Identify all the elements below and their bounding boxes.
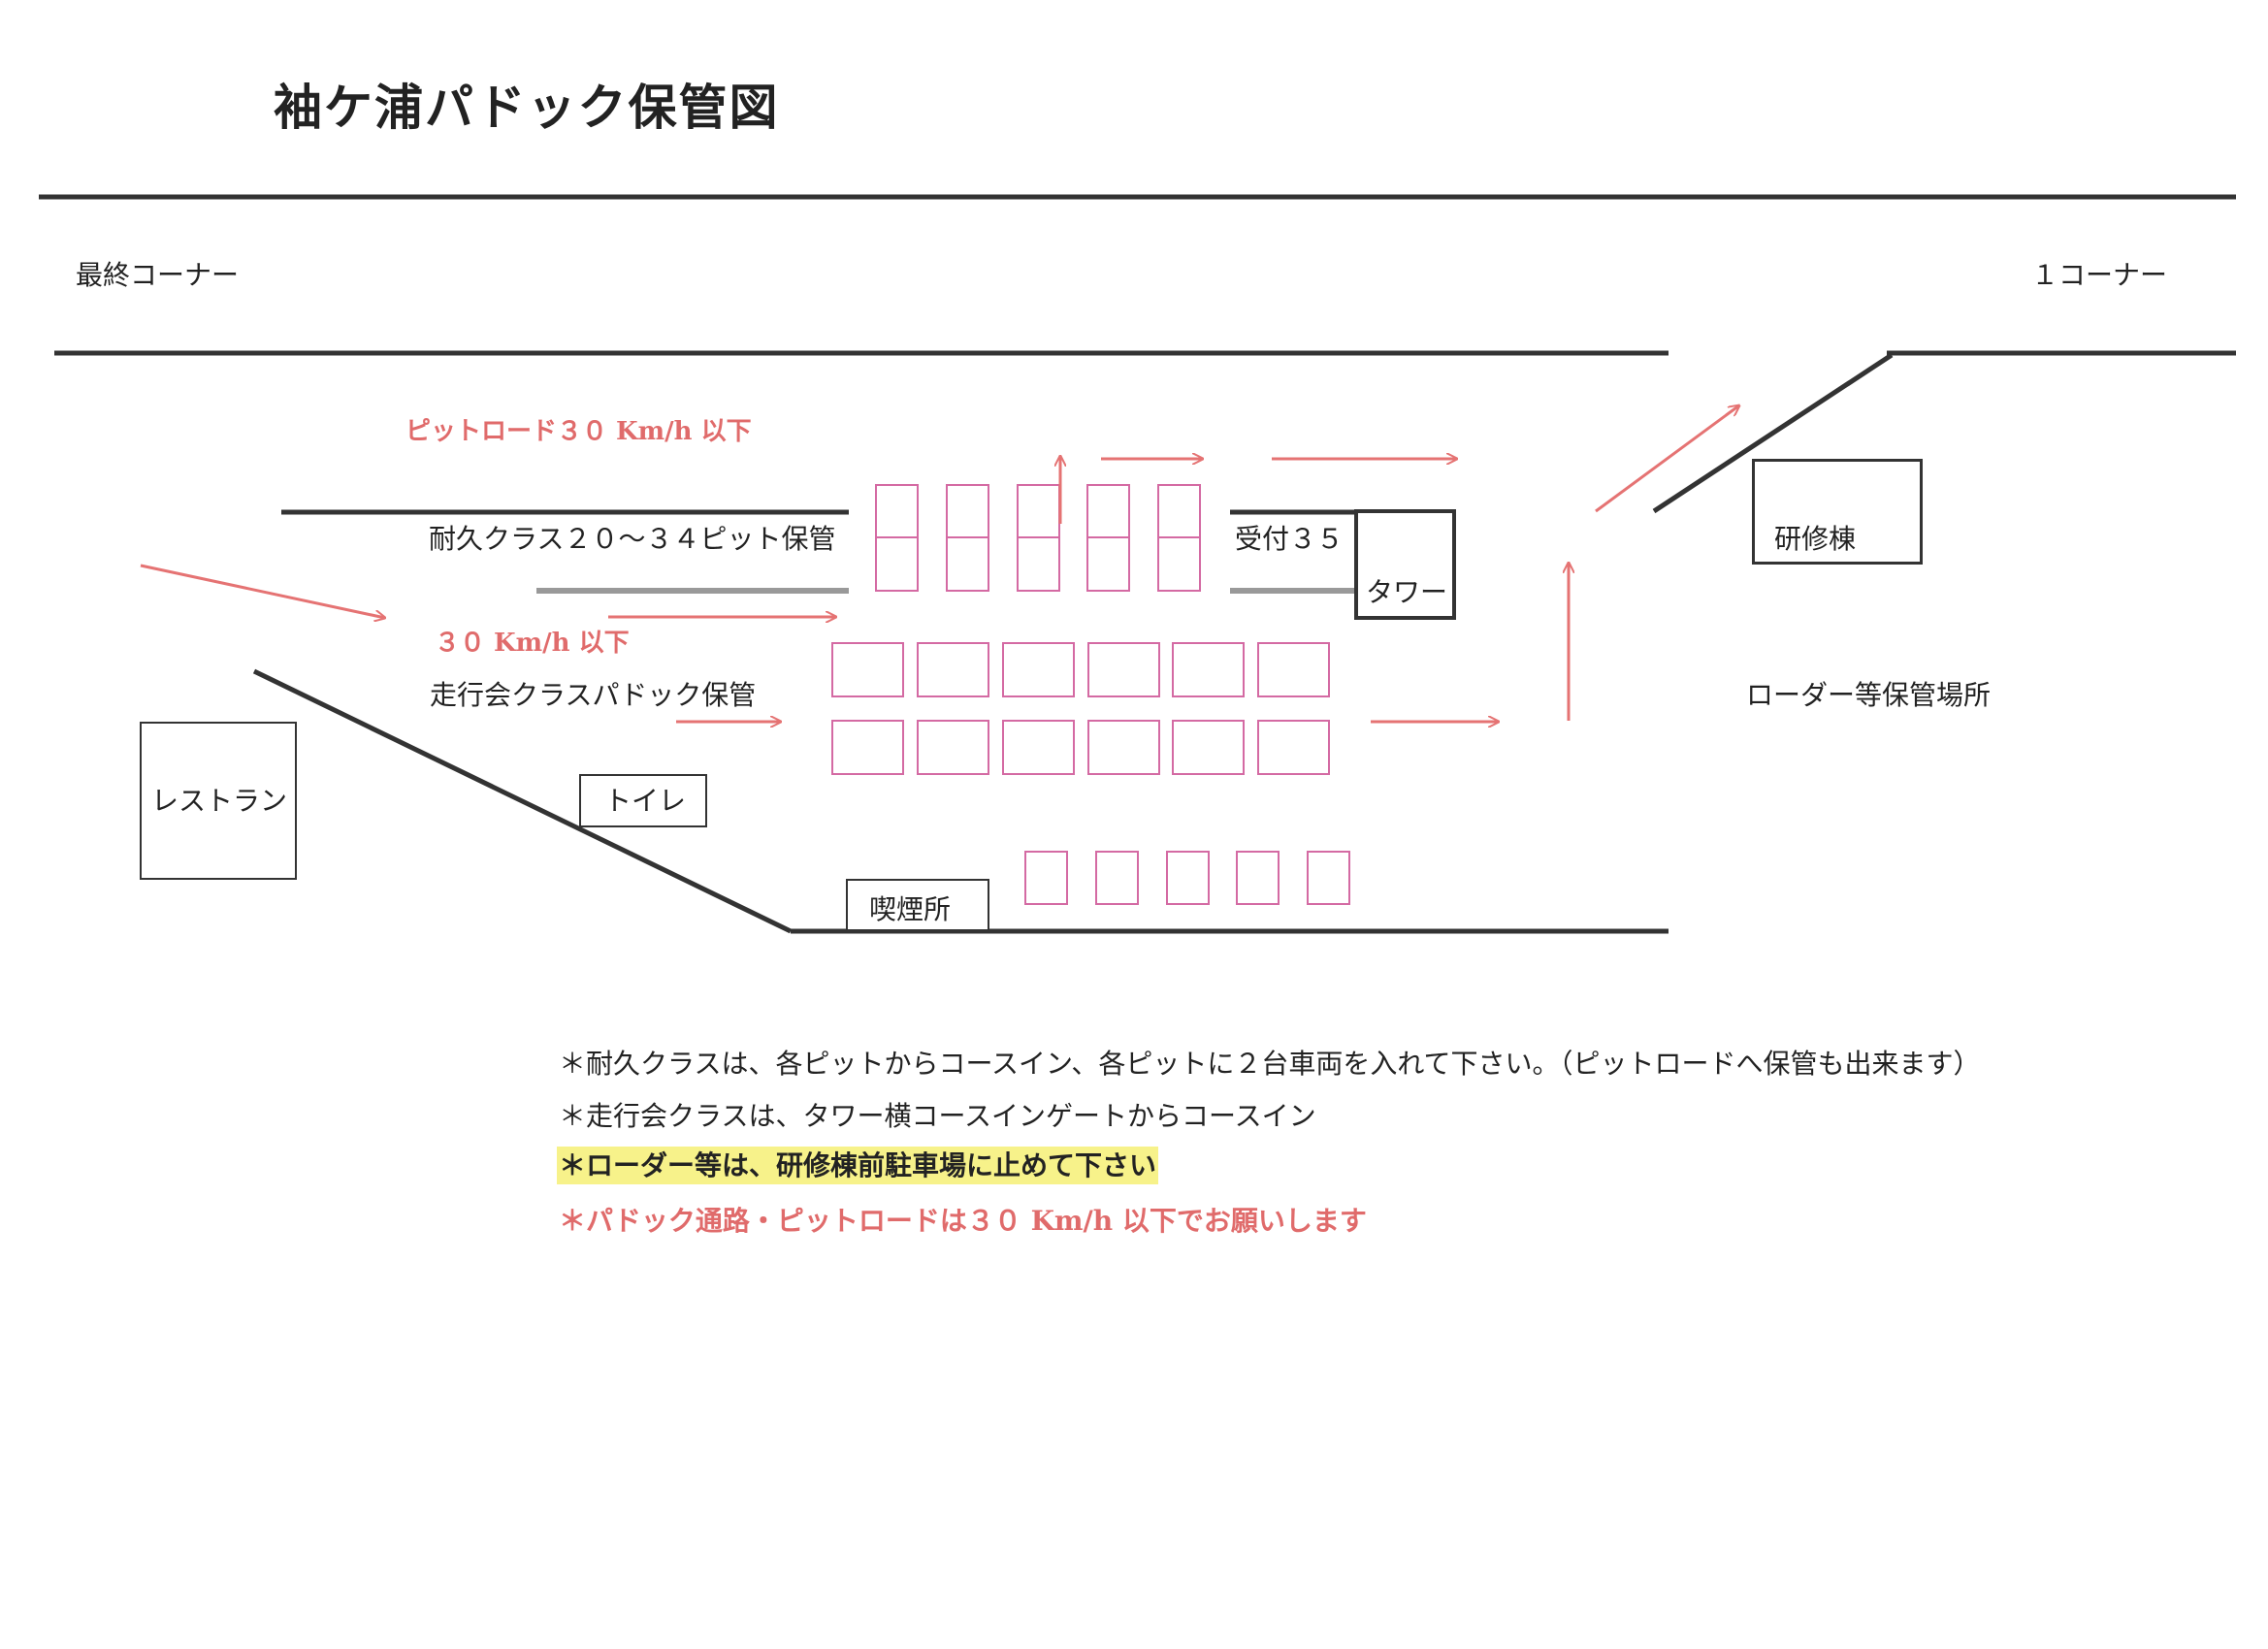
smoking-area-label: 喫煙所 bbox=[869, 893, 952, 925]
parking-space bbox=[1024, 851, 1068, 905]
note-highlight: ＊ローダー等は、研修棟前駐車場に止めて下さい bbox=[557, 1147, 1159, 1184]
parking-space bbox=[831, 642, 904, 697]
pit-garages bbox=[875, 484, 1201, 592]
parking-space bbox=[1257, 720, 1330, 775]
parking-space bbox=[1166, 851, 1210, 905]
note-loader-parking: ＊ローダー等は、研修棟前駐車場に止めて下さい bbox=[557, 1147, 1159, 1184]
parking-space bbox=[1307, 851, 1350, 905]
parking-space bbox=[917, 642, 989, 697]
page-title: 袖ケ浦パドック保管図 bbox=[274, 79, 780, 136]
parking-space bbox=[917, 720, 989, 775]
tower-label: タワー bbox=[1366, 576, 1448, 608]
restaurant-building: レストラン bbox=[140, 722, 297, 880]
paddock-storage-label: 走行会クラスパドック保管 bbox=[430, 679, 757, 711]
loader-area-label: ローダー等保管場所 bbox=[1746, 679, 1992, 711]
tower-building: タワー bbox=[1354, 509, 1456, 620]
parking-space bbox=[1172, 720, 1245, 775]
note-speed-limit: ＊パドック通路・ピットロードは３０ Km/h 以下でお願いします bbox=[559, 1205, 1367, 1237]
parking-space bbox=[1002, 720, 1075, 775]
parking-space bbox=[1002, 642, 1075, 697]
parking-space bbox=[1087, 720, 1160, 775]
toilet-label: トイレ bbox=[604, 785, 687, 817]
parking-space bbox=[1095, 851, 1139, 905]
parking-space bbox=[1257, 642, 1330, 697]
smoking-area-building: 喫煙所 bbox=[846, 879, 989, 931]
parking-space bbox=[1236, 851, 1280, 905]
paddock-parking bbox=[831, 642, 1350, 905]
parking-space bbox=[831, 720, 904, 775]
flow-arrow bbox=[1595, 405, 1739, 513]
training-building-label: 研修棟 bbox=[1774, 523, 1857, 555]
reception-label: 受付３５ bbox=[1235, 523, 1345, 555]
parking-space bbox=[1087, 642, 1160, 697]
flow-arrow bbox=[140, 564, 385, 618]
track-exit-diagonal bbox=[1652, 352, 1894, 514]
parking-space bbox=[1172, 642, 1245, 697]
toilet-building: トイレ bbox=[579, 774, 707, 827]
note-practice: ＊走行会クラスは、タワー横コースインゲートからコースイン bbox=[559, 1100, 1316, 1132]
paddock-diagonal-boundary bbox=[252, 668, 793, 934]
pit-road-speed-label: ピットロード３０ Km/h 以下 bbox=[405, 417, 752, 446]
traffic-arrows bbox=[140, 405, 1739, 722]
final-corner-label: 最終コーナー bbox=[76, 259, 240, 291]
paddock-speed-label: ３０ Km/h 以下 bbox=[435, 629, 630, 658]
first-corner-label: １コーナー bbox=[2031, 259, 2168, 291]
endurance-pits-label: 耐久クラス２０～３４ピット保管 bbox=[429, 523, 836, 555]
training-building: 研修棟 bbox=[1752, 459, 1923, 565]
restaurant-label: レストラン bbox=[151, 785, 288, 817]
note-endurance: ＊耐久クラスは、各ピットからコースイン、各ピットに２台車両を入れて下さい。（ピッ… bbox=[559, 1048, 1981, 1080]
